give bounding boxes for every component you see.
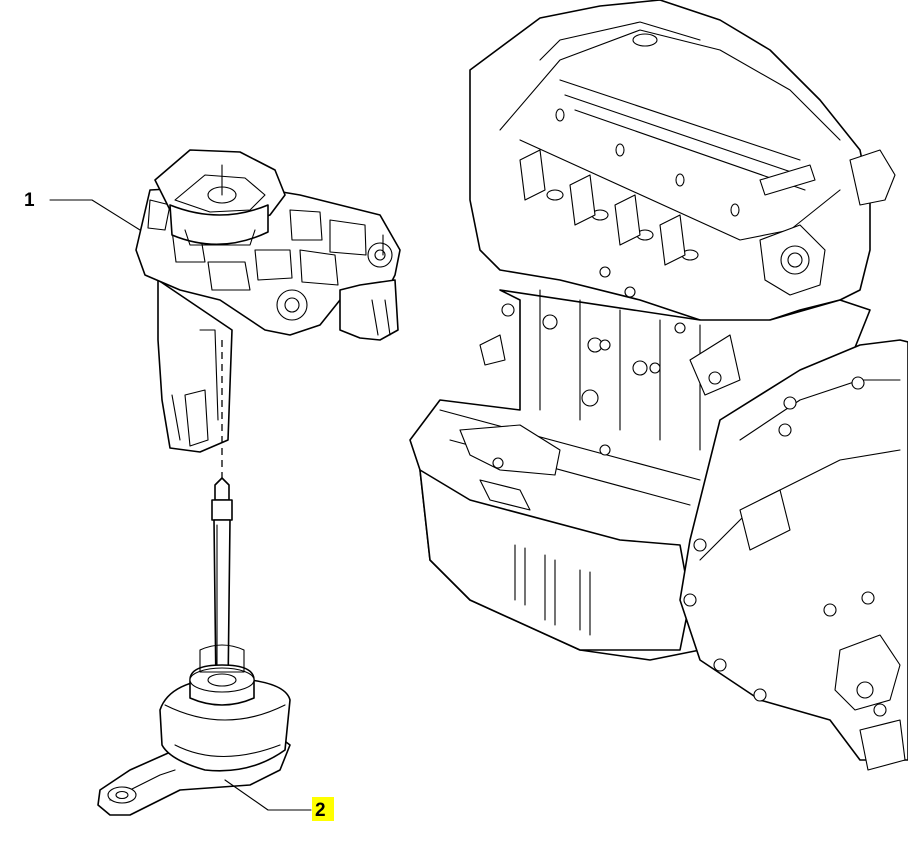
callout-2: 2 [224, 779, 334, 821]
part-1-upper-mount-bracket [135, 149, 401, 453]
threaded-stud [211, 477, 233, 691]
callout-label-1: 1 [24, 190, 35, 211]
callout-label-2: 2 [315, 800, 326, 821]
engine-block [409, 0, 908, 771]
callout-2-highlight [312, 797, 334, 821]
leader-line-2 [224, 779, 312, 811]
callout-1: 1 [24, 190, 141, 231]
part-2-lower-mount [97, 644, 291, 816]
leader-line-1 [49, 199, 141, 231]
